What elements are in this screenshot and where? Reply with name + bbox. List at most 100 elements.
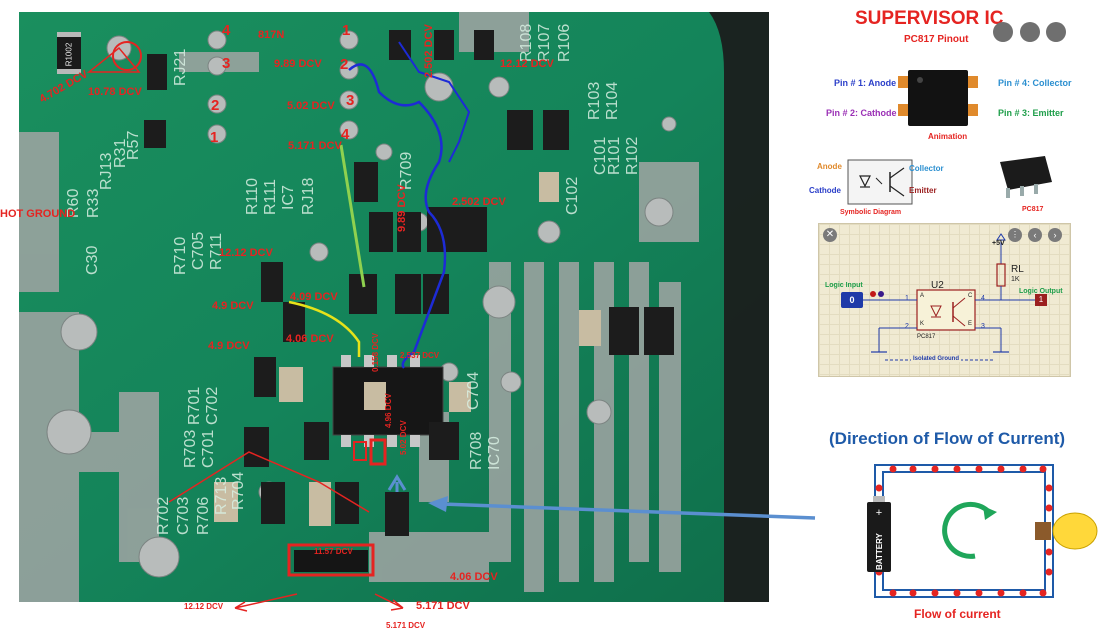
voltage-label: 0.158 DCV (371, 332, 380, 372)
voltage-label: 12.12 DCV (219, 247, 273, 259)
silk-r102: R102 (624, 136, 641, 175)
pin-number: 1 (210, 129, 219, 146)
nav-dot[interactable] (1020, 22, 1040, 42)
silk-rj21: RJ21 (172, 48, 189, 86)
silk-r103: R103 (586, 81, 603, 120)
silk-r33: R33 (85, 188, 102, 218)
pin-number: 4 (222, 22, 231, 39)
prev-icon[interactable]: ‹ (1028, 228, 1042, 242)
pin-e: E (968, 321, 973, 327)
pinout-subtitle: PC817 Pinout (904, 34, 969, 45)
silk-r106: R106 (556, 23, 573, 62)
pin-number: 4 (341, 126, 350, 143)
battery-label: BATTERY (875, 533, 884, 570)
silk-c703: C703 (175, 496, 192, 535)
voltage-label: 12.12 DCV (184, 602, 224, 611)
pcb-photo (19, 12, 769, 602)
silk-r31: R31 (112, 138, 129, 168)
silk-r108: R108 (518, 23, 535, 62)
pin-number: 2 (211, 97, 220, 114)
silk-r107: R107 (536, 23, 553, 62)
flow-diagram: + (867, 464, 1098, 598)
more-icon[interactable]: ⋮ (1008, 228, 1022, 242)
supervisor-title: SUPERVISOR IC (855, 8, 1004, 29)
silk-ic7: IC7 (280, 185, 297, 210)
silk-r701: R701 (186, 386, 203, 425)
voltage-label: 2.537 DCV (400, 351, 440, 360)
flow-pointer-arrow (428, 496, 816, 520)
part-label: PC817 (917, 334, 936, 340)
voltage-label: 5.02 DCV (399, 420, 408, 455)
voltage-label: 4.09 DCV (290, 291, 338, 303)
voltage-label: 4.06 DCV (286, 333, 334, 345)
voltage-label: 2.502 DCV (452, 196, 506, 208)
next-icon[interactable]: › (1048, 228, 1062, 242)
voltage-label: 9.89 DCV (274, 58, 322, 70)
voltage-label: 4.96 DCV (384, 393, 393, 428)
logic-input-node[interactable]: 0 (841, 292, 863, 308)
voltage-label: 2.502 DCV (423, 24, 435, 78)
chip-label: 817N (258, 29, 285, 41)
flow-caption: Flow of current (914, 607, 1001, 621)
silk-r708: R708 (468, 431, 485, 470)
pc817-photo (990, 152, 1060, 202)
voltage-label: 5.02 DCV (287, 100, 335, 112)
smd-r1002: R1002 (57, 32, 81, 74)
logic-input-label: Logic Input (825, 282, 863, 289)
silk-r706: R706 (195, 496, 212, 535)
silk-r111: R111 (262, 179, 279, 215)
silk-r713: R713 (213, 476, 230, 515)
pin4-label: Pin # 4: Collector (998, 78, 1072, 88)
pin-number: 1 (342, 22, 351, 39)
silk-c705: C705 (190, 231, 207, 270)
svg-text:+: + (876, 507, 882, 519)
voltage-label: 4.9 DCV (212, 300, 254, 312)
voltage-label: 5.171 DCV (288, 140, 342, 152)
node-1: 1 (905, 295, 909, 302)
silk-c701: C701 (200, 429, 217, 468)
hot-ground-label: HOT GROUND (0, 208, 76, 220)
voltage-label: 11.57 DCV (314, 547, 353, 556)
pin-number: 3 (346, 92, 355, 109)
vcc-label: +5V (992, 240, 1005, 247)
flow-title: (Direction of Flow of Current) (829, 429, 1066, 448)
symbolic-label: Symbolic Diagram (840, 209, 902, 216)
silk-r703: R703 (182, 429, 199, 468)
voltage-label: 10.78 DCV (88, 86, 142, 98)
silk-r104: R104 (604, 81, 621, 120)
isolated-ground-label: Isolated Ground (911, 356, 962, 362)
pin-a: A (920, 293, 925, 299)
pc817-chip-drawing (898, 70, 978, 126)
schematic-wiring (863, 233, 1035, 361)
pc817-photo-label: PC817 (1022, 206, 1044, 213)
silk-r702: R702 (155, 496, 172, 535)
nav-dot[interactable] (1046, 22, 1066, 42)
emitter-label: Emitter (909, 186, 937, 195)
silk-r110: R110 (244, 177, 261, 215)
pin-k: K (920, 321, 925, 327)
anode-label: Anode (817, 162, 842, 171)
pin-number: 3 (222, 55, 231, 72)
pin3-label: Pin # 3: Emitter (998, 108, 1064, 118)
node-4: 4 (981, 295, 985, 302)
voltage-label: 4.06 DCV (450, 571, 498, 583)
pin-number: 2 (340, 56, 349, 73)
silk-c102: C102 (564, 176, 581, 215)
logic-output-node[interactable]: 1 (1035, 294, 1047, 306)
silk-c30: C30 (84, 245, 101, 275)
silk-r704: R704 (230, 471, 247, 510)
pin-c: C (968, 293, 973, 299)
nav-dot[interactable] (993, 22, 1013, 42)
close-icon[interactable]: ✕ (823, 228, 837, 242)
silk-ic70: IC70 (486, 436, 503, 470)
collector-label: Collector (909, 164, 944, 173)
rl-value: 1K (1011, 276, 1020, 283)
rl-label: RL (1011, 264, 1024, 275)
animation-label: Animation (928, 132, 968, 141)
u2-label: U2 (931, 280, 944, 291)
silk-r710: R710 (172, 236, 189, 275)
voltage-label: 4.9 DCV (208, 340, 250, 352)
symbolic-diagram (847, 159, 913, 205)
bottom-arrows (234, 593, 404, 612)
